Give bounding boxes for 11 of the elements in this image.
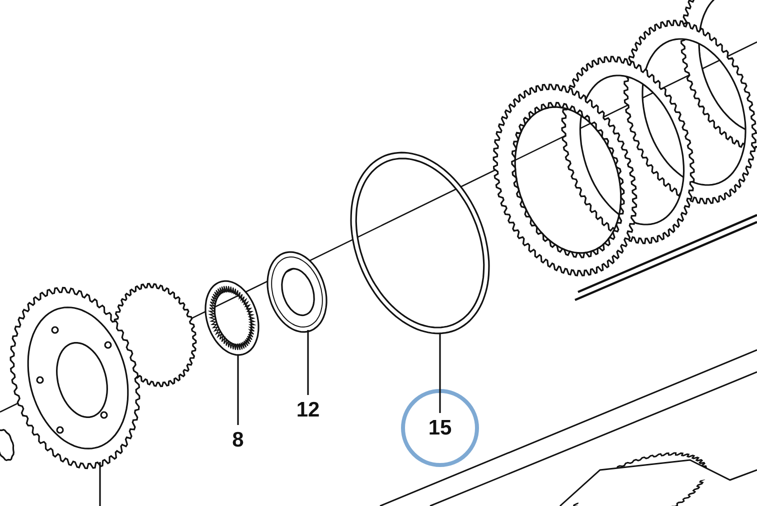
gear-drawing [0,282,197,470]
leader-line [439,333,441,413]
leader-line [99,462,101,506]
callout-number: 8 [232,430,244,450]
callout-number: 12 [296,400,320,420]
seal-ring-drawing [350,152,490,334]
leader-line [307,330,309,395]
callout-number: 15 [428,418,452,438]
thrust-washer-drawing [266,251,328,333]
needle-bearing-drawing [204,280,260,356]
leader-line [237,355,239,425]
